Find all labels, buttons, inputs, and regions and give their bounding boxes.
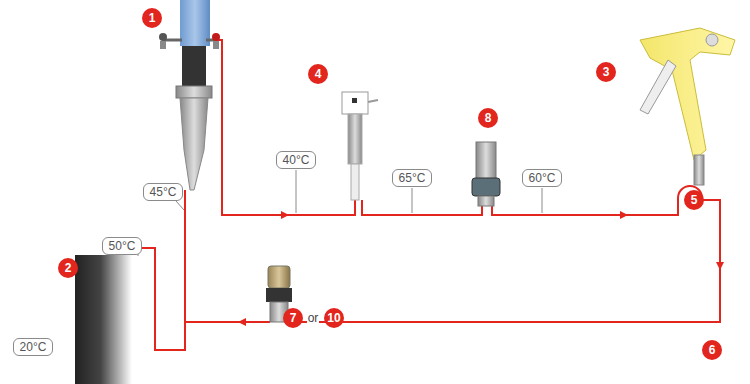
callout-number: 1 [142, 8, 162, 28]
heater [75, 255, 132, 384]
temperature-tag: 20°C [13, 338, 54, 356]
callout-number: 3 [596, 62, 616, 82]
temperature-tag: 40°C [276, 151, 317, 169]
filter [472, 142, 500, 206]
callout-number: 5 [684, 190, 704, 210]
temperature-text: 45°C [150, 185, 177, 199]
callout-number: 2 [58, 258, 78, 278]
temperature-tag: 50°C [102, 237, 143, 255]
pump [159, 0, 220, 190]
callout-number: 7 [283, 308, 303, 328]
temperature-text: 40°C [283, 153, 310, 167]
spray-gun [640, 28, 735, 185]
temperature-tag: 60°C [522, 169, 563, 187]
temperature-text: 65°C [399, 171, 426, 185]
temperature-text: 60°C [529, 171, 556, 185]
callout-number: 10 [324, 308, 344, 328]
temperature-tag: 45°C [143, 183, 184, 201]
temperature-tag: 65°C [392, 169, 433, 187]
temperature-text: 50°C [109, 239, 136, 253]
temperature-text: 20°C [20, 340, 47, 354]
callout-number: 4 [308, 64, 328, 84]
note-text: or [307, 311, 320, 325]
callout-number: 6 [702, 340, 722, 360]
regulator [342, 92, 378, 200]
callout-number: 8 [478, 108, 498, 128]
